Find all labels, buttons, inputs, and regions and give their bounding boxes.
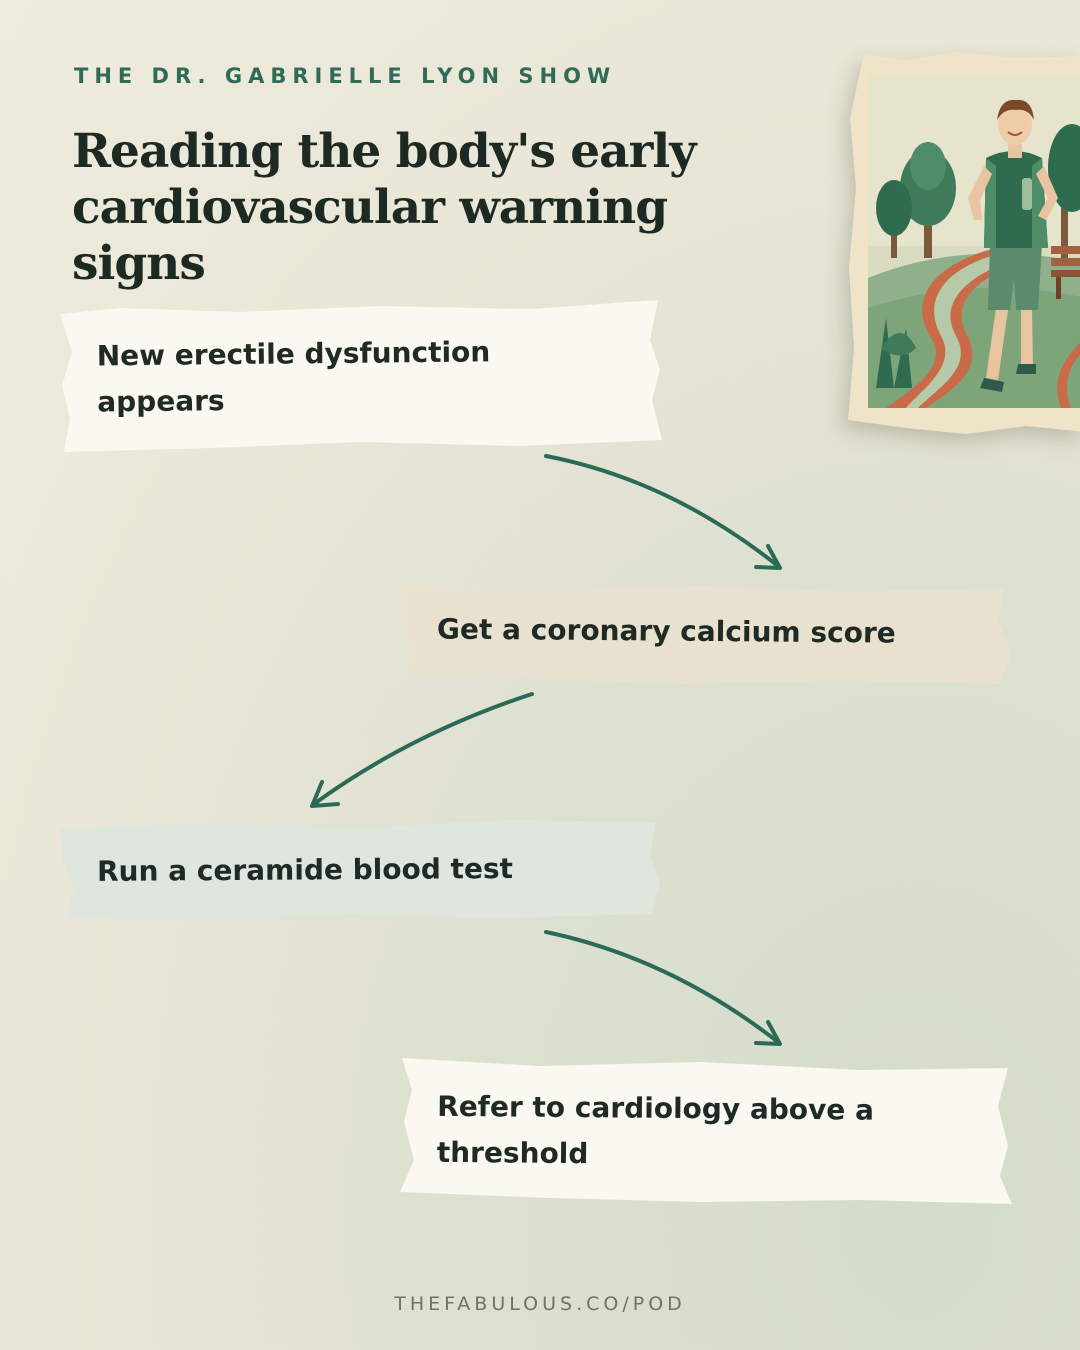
footer-url: THEFABULOUS.CO/POD bbox=[394, 1293, 686, 1315]
runner-in-park-icon bbox=[846, 48, 1080, 436]
step-label: Refer to cardiology above a threshold bbox=[436, 1089, 875, 1171]
page-title: Reading the body's early cardiovascular … bbox=[72, 124, 697, 291]
show-name: THE DR. GABRIELLE LYON SHOW bbox=[74, 64, 617, 88]
step-new-erectile-dysfunction: New erectile dysfunction appears bbox=[60, 300, 662, 452]
step-label: New erectile dysfunction appears bbox=[96, 335, 491, 419]
tape-strip bbox=[400, 584, 1012, 684]
step-label: Get a coronary calcium score bbox=[436, 612, 896, 650]
step-label: Run a ceramide blood test bbox=[96, 851, 514, 888]
tape-strip bbox=[400, 1058, 1012, 1204]
step-refer-to-cardiology: Refer to cardiology above a threshold bbox=[400, 1056, 1012, 1206]
step-ceramide-blood-test: Run a ceramide blood test bbox=[60, 818, 660, 924]
step-coronary-calcium-score: Get a coronary calcium score bbox=[400, 582, 1012, 686]
tape-strip bbox=[60, 300, 662, 452]
tape-strip bbox=[60, 820, 660, 920]
